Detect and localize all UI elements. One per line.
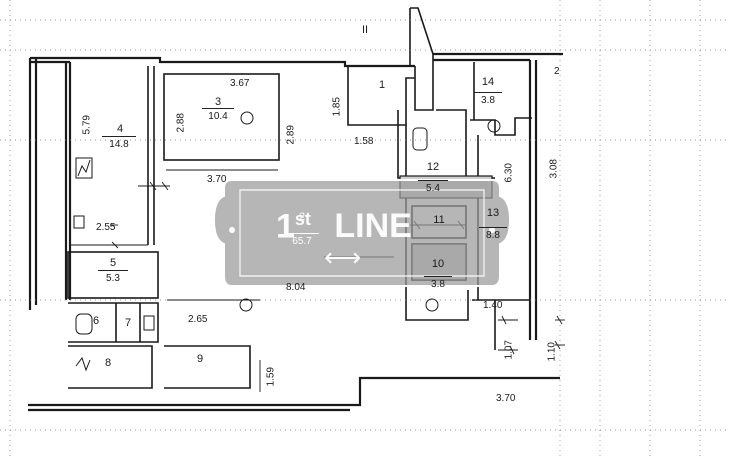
top-mark: II [362,24,369,36]
watermark-brand-sup: st [294,209,311,229]
room-11-number: 11 [433,214,445,226]
dim-1-10: 1.10 [546,342,558,362]
room-3-area: 10.4 [202,108,234,122]
dim-3-70-mid: 3.70 [207,174,227,185]
room-2-area: 65.7 [285,233,319,247]
dim-2-65: 2.65 [188,314,208,325]
room-14-area: 3.8 [474,92,502,106]
dim-1-59: 1.59 [265,367,277,387]
room-9-number: 9 [196,353,204,365]
dim-5-79: 5.79 [81,115,93,135]
dim-2: 2 [554,66,560,77]
room-6-number: 6 [92,315,100,327]
room-5-number: 5 [109,257,117,269]
room-10-area: 3.8 [424,276,452,290]
room-14-number: 14 [481,76,495,88]
room-10-number: 10 [431,258,445,270]
room-3-number: 3 [214,96,222,108]
dim-6-30: 6.30 [503,163,515,183]
watermark-brand: 1st LINE [276,200,412,245]
dim-8-04: 8.04 [286,282,306,293]
dim-2-89: 2.89 [285,125,297,145]
room-1-number: 1 [378,79,386,91]
room-8-number: 8 [104,357,112,369]
room-12-number: 12 [426,161,440,173]
column-markers [239,111,501,312]
room-4-number: 4 [116,123,124,135]
dim-2-88: 2.88 [175,113,187,133]
room-12-area: 5.4 [418,180,448,194]
room-5-area: 5.3 [98,270,128,284]
watermark-arrow-icon: ⟷ [324,242,362,272]
dim-1-40: 1.40 [483,300,503,311]
fixtures [73,127,428,372]
dim-3-67: 3.67 [230,78,250,89]
dim-2-55: 2.55 [96,222,116,233]
dim-1-85: 1.85 [331,97,343,117]
room-13-area: 8.8 [479,227,507,241]
outer-walls [28,52,563,412]
room-13-number: 13 [486,207,500,219]
room-4-area: 14.8 [102,136,136,150]
room-7-number: 7 [124,317,132,329]
dim-3-08: 3.08 [548,159,560,179]
dim-3-70-bottom: 3.70 [496,393,516,404]
room-2-number: 2 [298,211,306,223]
dim-1-07: 1.07 [503,340,515,360]
watermark-brand-number: 1 [276,207,295,246]
watermark-brand-word: LINE [334,207,412,246]
dim-1-58: 1.58 [354,136,374,147]
watermark-badge [212,179,512,287]
